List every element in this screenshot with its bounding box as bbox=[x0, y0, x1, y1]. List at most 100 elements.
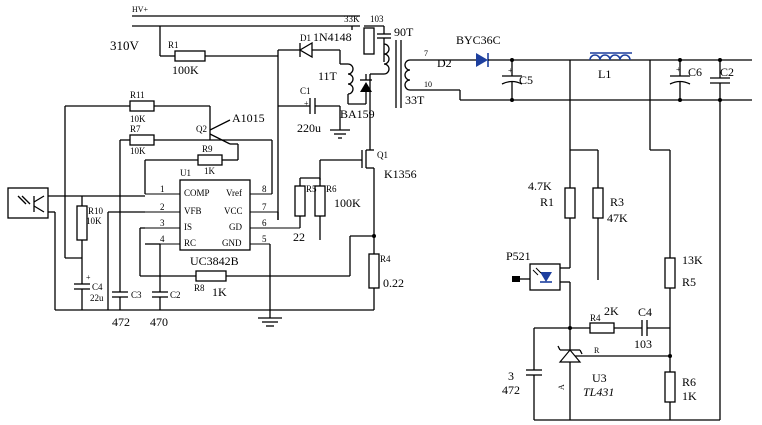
r8-value: 1K bbox=[212, 285, 227, 299]
q1-part: K1356 bbox=[384, 167, 417, 181]
l1-inductor: L1 bbox=[589, 52, 632, 81]
snubber-network: 33K 103 bbox=[344, 14, 391, 62]
l1-ref: L1 bbox=[598, 67, 611, 81]
d1-diode: D1 1N4148 bbox=[277, 30, 352, 220]
c4-sec-ref: C4 bbox=[638, 305, 652, 319]
q1-ref: Q1 bbox=[377, 150, 388, 160]
r8-res: R8 1K bbox=[140, 236, 351, 299]
r9-ref: R9 bbox=[202, 144, 213, 154]
ic-pin-num-4: 4 bbox=[160, 234, 165, 244]
r7-ref: R7 bbox=[130, 124, 141, 134]
xfmr-pin7: 7 bbox=[424, 49, 428, 58]
d2-part: BYC36C bbox=[456, 33, 501, 47]
r1-r3-secondary: 4.7K R1 R3 47K bbox=[528, 149, 628, 280]
d2-diode: D2 BYC36C bbox=[437, 33, 752, 70]
c2-left-cap: C2 470 bbox=[150, 244, 181, 329]
opto-led-side: P521 bbox=[506, 249, 571, 328]
r11-value: 10K bbox=[130, 114, 146, 124]
r5-secondary: 13K R5 bbox=[650, 149, 703, 372]
c4-left-value: 22u bbox=[90, 293, 104, 303]
d2-ref: D2 bbox=[437, 56, 452, 70]
c4-left-ref: C4 bbox=[92, 282, 103, 292]
r6-sec-value: 1K bbox=[682, 389, 697, 403]
r9-res: R9 1K bbox=[144, 144, 239, 194]
svg-text:+: + bbox=[304, 99, 309, 108]
r6-secondary: R6 1K bbox=[664, 371, 697, 420]
r1-value: 100K bbox=[172, 63, 199, 77]
opto-primary-side bbox=[7, 187, 145, 219]
transformer-primary: 90T bbox=[370, 25, 414, 75]
c2-left-ref: C2 bbox=[170, 290, 181, 300]
ic-pin-gnd: GND bbox=[222, 238, 242, 248]
r10-res: R10 10K bbox=[65, 196, 104, 259]
u3-part: TL431 bbox=[583, 385, 614, 399]
c6-cap: + C6 bbox=[669, 58, 702, 102]
c2-out-cap: C2 bbox=[710, 58, 734, 102]
d1-ref: D1 bbox=[300, 33, 311, 43]
r4-value: 0.22 bbox=[383, 276, 404, 290]
r3-sec-value: 47K bbox=[607, 211, 628, 225]
c3-cap: C3 472 bbox=[112, 290, 142, 329]
ic-pin-gd: GD bbox=[229, 222, 242, 232]
ic-pin-comp: COMP bbox=[184, 188, 210, 198]
c3-secondary: 3 472 bbox=[502, 327, 570, 420]
r4-sec-value: 2K bbox=[604, 304, 619, 318]
c4-left-cap: + C4 22u bbox=[74, 258, 104, 310]
r10-value: 10K bbox=[86, 216, 102, 226]
r1-ref: R1 bbox=[168, 40, 179, 50]
snubber-res-value: 33K bbox=[344, 14, 360, 24]
ic-pin-num-2: 2 bbox=[160, 202, 165, 212]
ic-pin-num-3: 3 bbox=[160, 218, 165, 228]
r4-ref: R4 bbox=[380, 254, 391, 264]
r1-sec-value: 4.7K bbox=[528, 179, 552, 193]
q1-mosfet: Q1 K1356 bbox=[319, 74, 417, 236]
r4-sec-ref: R4 bbox=[590, 313, 601, 323]
transformer-secondary: 7 10 33T bbox=[404, 49, 460, 107]
d1-part: 1N4148 bbox=[313, 30, 352, 44]
aux-turns-label: 11T bbox=[318, 69, 338, 83]
ic-pin-rc: RC bbox=[184, 238, 196, 248]
transformer-core bbox=[395, 40, 402, 108]
ground-main bbox=[258, 244, 282, 327]
c1-value: 220u bbox=[297, 121, 321, 135]
gate-resistors: R5 22 R6 100K bbox=[293, 177, 361, 244]
u3-pin-r: R bbox=[594, 346, 600, 355]
c1-ref: C1 bbox=[300, 86, 311, 96]
r10-ref: R10 bbox=[88, 206, 104, 216]
r6-sec-ref: R6 bbox=[682, 375, 696, 389]
c4-sec-value: 103 bbox=[634, 337, 652, 351]
c3-ref: C3 bbox=[131, 290, 142, 300]
r6-ref: R6 bbox=[326, 184, 337, 194]
ba159-label: BA159 bbox=[340, 107, 375, 121]
r5-value: 22 bbox=[293, 230, 305, 244]
c5-ref: C5 bbox=[519, 73, 533, 87]
r5-ref: R5 bbox=[306, 184, 317, 194]
r4-sense: R4 0.22 bbox=[350, 234, 404, 310]
r11-network: R11 10K bbox=[64, 90, 211, 258]
r4-c4-secondary: R4 2K C4 103 bbox=[568, 304, 670, 351]
c1-cap: C1 + 220u bbox=[278, 86, 350, 139]
ic-pin-num-6: 6 bbox=[262, 218, 267, 228]
ic-ref: U1 bbox=[180, 168, 191, 178]
r11-ref: R11 bbox=[130, 90, 145, 100]
hv-plus-label: HV+ bbox=[132, 5, 149, 14]
secondary-turns: 33T bbox=[405, 93, 425, 107]
c5-cap: + C5 bbox=[501, 58, 533, 102]
hv-rail: HV+ 310V bbox=[110, 5, 360, 53]
r1-sec-ref: R1 bbox=[540, 195, 554, 209]
c2-out-ref: C2 bbox=[720, 65, 734, 79]
u3-pin-a: A bbox=[557, 384, 566, 390]
uc3842b-ic: U1 UC3842B COMP VFB IS RC Vref VCC GD GN… bbox=[145, 168, 300, 268]
opto-part: P521 bbox=[506, 249, 531, 263]
r9-value: 1K bbox=[204, 166, 216, 176]
v310-label: 310V bbox=[110, 38, 140, 53]
ic-pin-vref: Vref bbox=[226, 188, 242, 198]
r6-value: 100K bbox=[334, 196, 361, 210]
primary-turns-label: 90T bbox=[394, 25, 414, 39]
ic-part: UC3842B bbox=[190, 254, 239, 268]
ic-pin-num-8: 8 bbox=[262, 184, 267, 194]
ic-pin-num-7: 7 bbox=[262, 202, 267, 212]
svg-text:+: + bbox=[676, 65, 681, 74]
